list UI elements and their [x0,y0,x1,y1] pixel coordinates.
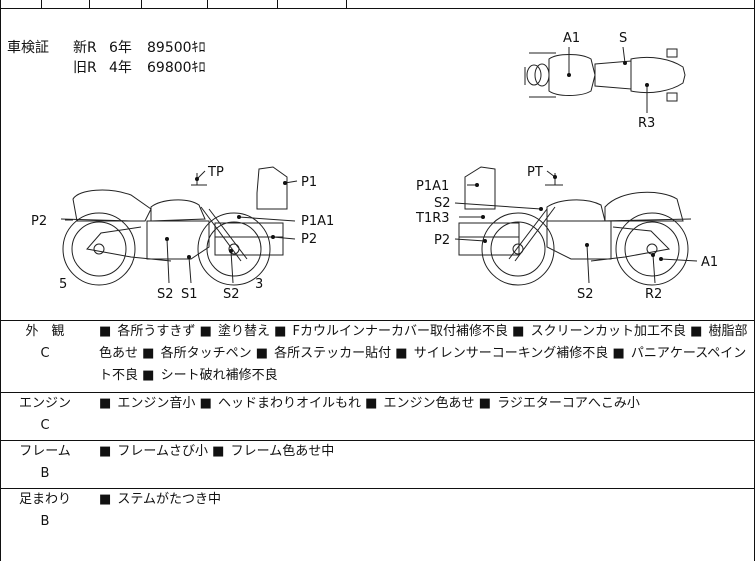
condition-item: ステムがたつき中 [113,492,222,507]
condition-items: ■ ステムがたつき中 [89,489,754,561]
condition-grade: B [40,466,50,481]
registration-price: 89500ｷﾛ [147,40,206,56]
label-p2-front: P2 [31,214,47,229]
condition-row-exterior: 外 観 C ■ 各所うすきず ■ 塗り替え ■ Fカウルインナーカバー取付補修不… [1,321,754,393]
label-pt: PT [527,165,543,180]
condition-item: 各所ステッカー貼付 [270,346,396,361]
label-s2-left-a: S2 [157,287,174,302]
label-p2-right: P2 [434,233,450,248]
bullet-icon: ■ [99,492,112,507]
condition-items: ■ 各所うすきず ■ 塗り替え ■ Fカウルインナーカバー取付補修不良 ■ スク… [89,321,754,392]
condition-row-frame: フレーム B ■ フレームさび小 ■ フレーム色あせ中 [1,441,754,489]
label-r3-top: R3 [638,116,655,131]
label-tp: TP [207,165,224,180]
condition-items: ■ フレームさび小 ■ フレーム色あせ中 [89,441,754,488]
registration-type: 新R [73,40,97,56]
label-p1a1-right: P1A1 [416,179,449,194]
condition-item: 樹脂部色あせ [99,324,748,361]
condition-item: 各所うすきず [113,324,200,339]
condition-item: エンジン音小 [113,396,200,411]
label-s2-left-b: S2 [223,287,240,302]
condition-row-suspension: 足まわり B ■ ステムがたつき中 [1,489,754,561]
motorcycle-left-view [60,166,288,286]
header-strip [1,0,754,9]
registration-row-old: 旧R 4年 69800ｷﾛ [7,58,206,78]
condition-grade: C [40,346,50,361]
label-p2-rear: P2 [301,232,317,247]
registration-years: 6年 [109,40,132,56]
condition-item: ラジエターコアへこみ小 [492,396,640,411]
condition-item: スクリーンカット加工不良 [526,324,691,339]
condition-item: ヘッドまわりオイルもれ [213,396,366,411]
bullet-icon: ■ [142,368,155,383]
bullet-icon: ■ [690,324,703,339]
condition-category: 外 観 C [1,321,89,392]
label-a1-right: A1 [701,255,718,270]
registration-info: 車検証 新R 6年 89500ｷﾛ 旧R 4年 69800ｷﾛ [7,38,206,78]
condition-item: エンジン色あせ [379,396,479,411]
label-s1-left: S1 [181,287,198,302]
label-3: 3 [255,277,263,292]
label-p1a1-left: P1A1 [301,214,334,229]
label-5: 5 [59,277,67,292]
condition-row-engine: エンジン C ■ エンジン音小 ■ ヘッドまわりオイルもれ ■ エンジン色あせ … [1,393,754,441]
bullet-icon: ■ [142,346,155,361]
bullet-icon: ■ [199,324,212,339]
motorcycle-top-view [524,48,686,102]
condition-table: 外 観 C ■ 各所うすきず ■ 塗り替え ■ Fカウルインナーカバー取付補修不… [1,321,754,561]
bullet-icon: ■ [512,324,525,339]
condition-item: サイレンサーコーキング補修不良 [409,346,613,361]
label-t1r3: T1R3 [415,211,450,226]
damage-diagram: 車検証 新R 6年 89500ｷﾛ 旧R 4年 69800ｷﾛ [1,9,754,321]
registration-label: 車検証 [7,40,49,56]
condition-item: 各所タッチペン [156,346,256,361]
label-a1-top: A1 [563,31,580,46]
condition-category: エンジン C [1,393,89,440]
registration-type: 旧R [73,60,97,76]
condition-item: シート破れ補修不良 [156,368,278,383]
bullet-icon: ■ [99,444,112,459]
condition-items: ■ エンジン音小 ■ ヘッドまわりオイルもれ ■ エンジン色あせ ■ ラジエター… [89,393,754,440]
bullet-icon: ■ [478,396,491,411]
condition-category: 足まわり B [1,489,89,561]
bullet-icon: ■ [212,444,225,459]
registration-years: 4年 [109,60,132,76]
condition-grade: B [40,514,50,529]
bullet-icon: ■ [365,396,378,411]
label-s-top: S [619,31,627,46]
label-r2: R2 [645,287,662,302]
condition-item: フレーム色あせ中 [226,444,335,459]
bullet-icon: ■ [199,396,212,411]
condition-item: Fカウルインナーカバー取付補修不良 [288,324,513,339]
motorcycle-diagram-svg: A1 S R3 TP P1 P2 P1A1 P2 5 3 S2 S1 S2 PT… [31,31,718,302]
registration-row-new: 車検証 新R 6年 89500ｷﾛ [7,38,206,58]
label-p1: P1 [301,175,317,190]
condition-item: 塗り替え [213,324,275,339]
bullet-icon: ■ [612,346,625,361]
registration-price: 69800ｷﾛ [147,60,206,76]
bullet-icon: ■ [255,346,268,361]
bullet-icon: ■ [99,324,112,339]
label-s2-right-top: S2 [434,196,451,211]
condition-category: フレーム B [1,441,89,488]
bullet-icon: ■ [99,396,112,411]
bullet-icon: ■ [395,346,408,361]
label-s2-right-bottom: S2 [577,287,594,302]
condition-item: フレームさび小 [113,444,213,459]
bullet-icon: ■ [274,324,287,339]
motorcycle-right-view [458,166,692,286]
leader-dots [165,61,663,261]
condition-grade: C [40,418,50,433]
condition-item: パニアケースペイント不良 [99,346,747,383]
leader-lines [65,46,698,284]
